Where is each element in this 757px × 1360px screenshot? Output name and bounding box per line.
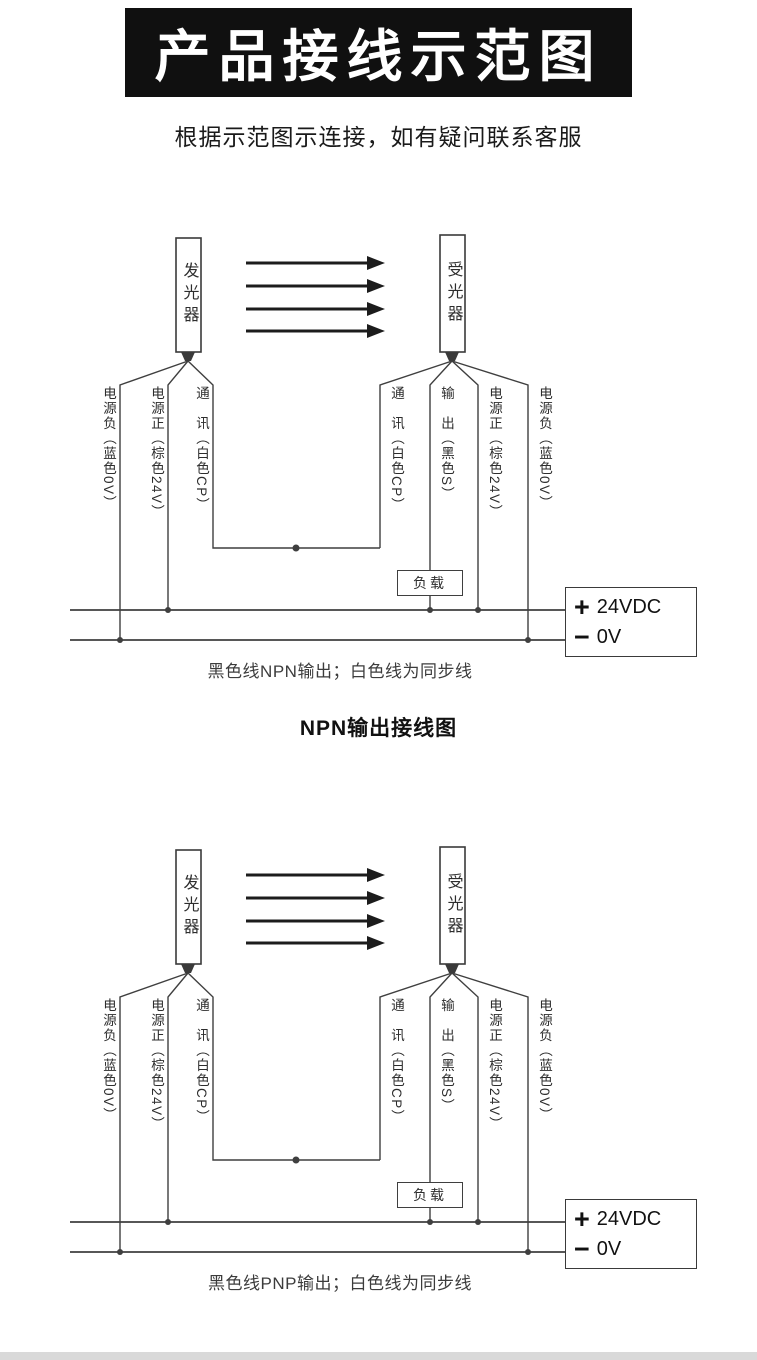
power-supply-negative-row: − 0V xyxy=(574,1234,621,1264)
negative-voltage-label: 0V xyxy=(596,1237,622,1260)
emitter-label: 发光器 xyxy=(180,874,198,940)
title-banner: 产品接线示范图 xyxy=(125,8,632,97)
emitter-box: 发光器 xyxy=(176,238,201,352)
emitter-box: 发光器 xyxy=(176,850,201,964)
positive-voltage-label: 24VDC xyxy=(596,595,662,618)
page-subtitle: 根据示范图示连接，如有疑问联系客服 xyxy=(174,124,583,150)
load-box: 负载 xyxy=(397,1182,463,1208)
minus-icon: − xyxy=(574,621,590,652)
diagram-caption-pnp: 黑色线PNP输出；白色线为同步线 xyxy=(208,1274,472,1293)
load-box: 负载 xyxy=(397,570,463,596)
receiver-label: 受光器 xyxy=(444,872,462,939)
wire-label-output: 输 出（黑色S） xyxy=(439,386,454,502)
minus-icon: − xyxy=(574,1233,590,1264)
positive-voltage-label: 24VDC xyxy=(596,1207,662,1230)
wire-label-power-negative-left: 电源负（蓝色0V） xyxy=(101,386,116,511)
junction-dots xyxy=(117,544,531,643)
page-title: 产品接线示范图 xyxy=(154,25,603,88)
wiring-diagram-pnp: 发光器 受光器 电源负（蓝色0V） 电源正（棕色24V） 通 讯（白色CP） 通… xyxy=(0,842,757,1312)
wiring-diagram-npn: 发光器 受光器 电源负（蓝色0V） 电源正（棕色24V） 通 讯（白色CP） 通… xyxy=(0,230,757,700)
negative-voltage-label: 0V xyxy=(596,625,622,648)
beam-arrows xyxy=(246,256,385,338)
power-rails xyxy=(70,609,566,641)
junction-dots xyxy=(117,1156,531,1255)
power-supply-positive-row: + 24VDC xyxy=(574,1204,661,1234)
wire-label-comm-right: 通 讯（白色CP） xyxy=(389,998,404,1125)
wire-label-output: 输 出（黑色S） xyxy=(439,998,454,1114)
power-rails xyxy=(70,1221,566,1253)
wire-label-power-positive-right: 电源正（棕色24V） xyxy=(487,998,502,1132)
wire-label-power-positive-right: 电源正（棕色24V） xyxy=(487,386,502,520)
wire-label-power-negative-right: 电源负（蓝色0V） xyxy=(537,386,552,511)
power-supply-box: + 24VDC − 0V xyxy=(565,587,697,657)
diagram-caption-npn: 黑色线NPN输出；白色线为同步线 xyxy=(207,662,473,681)
wire-label-power-positive-left: 电源正（棕色24V） xyxy=(149,386,164,520)
receiver-box: 受光器 xyxy=(440,847,465,964)
device-stubs xyxy=(181,352,459,361)
device-stubs xyxy=(181,964,459,973)
device-outlines xyxy=(175,234,466,353)
bottom-divider xyxy=(0,1352,757,1360)
device-outlines xyxy=(175,846,466,965)
wire-label-power-positive-left: 电源正（棕色24V） xyxy=(149,998,164,1132)
wires xyxy=(119,360,529,640)
emitter-label: 发光器 xyxy=(180,262,198,328)
wiring-graphic-pnp xyxy=(70,846,566,1255)
section-title-npn: NPN输出接线图 xyxy=(299,717,458,740)
power-supply-negative-row: − 0V xyxy=(574,622,621,652)
wiring-graphic-npn xyxy=(70,234,566,643)
power-supply-positive-row: + 24VDC xyxy=(574,592,661,622)
wire-label-power-negative-left: 电源负（蓝色0V） xyxy=(101,998,116,1123)
wires xyxy=(119,972,529,1252)
plus-icon: + xyxy=(574,1203,590,1234)
plus-icon: + xyxy=(574,591,590,622)
wire-label-power-negative-right: 电源负（蓝色0V） xyxy=(537,998,552,1123)
receiver-label: 受光器 xyxy=(444,260,462,327)
wire-label-comm-right: 通 讯（白色CP） xyxy=(389,386,404,513)
receiver-box: 受光器 xyxy=(440,235,465,352)
beam-arrows xyxy=(246,868,385,950)
wire-label-comm-left: 通 讯（白色CP） xyxy=(194,386,209,513)
wire-label-comm-left: 通 讯（白色CP） xyxy=(194,998,209,1125)
power-supply-box: + 24VDC − 0V xyxy=(565,1199,697,1269)
